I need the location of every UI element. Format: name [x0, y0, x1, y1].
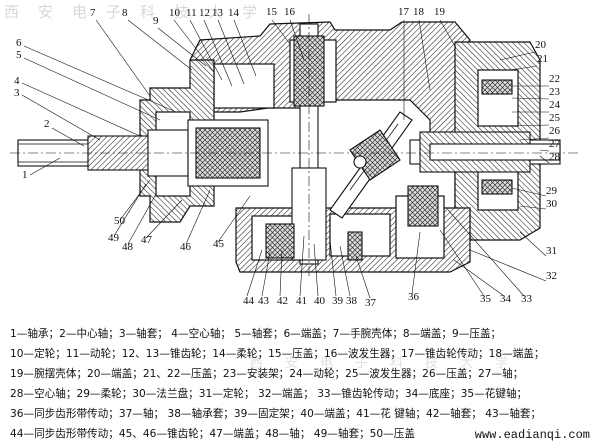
callout-47: 47 [141, 234, 153, 246]
callout-13: 13 [212, 7, 224, 19]
callout-23: 23 [549, 86, 561, 98]
callout-35: 35 [480, 293, 492, 305]
callout-2: 2 [44, 118, 50, 130]
callout-14: 14 [228, 7, 240, 19]
callout-16: 16 [284, 6, 296, 18]
callout-18: 18 [413, 6, 425, 18]
callout-32: 32 [546, 270, 557, 282]
callout-31: 31 [546, 245, 557, 257]
callout-30: 30 [546, 198, 558, 210]
callout-34: 34 [500, 293, 512, 305]
callout-50: 50 [114, 215, 126, 227]
legend-line: 1—轴承；2—中心轴；3—轴套； 4—空心轴； 5—轴套；6—端盖；7—手腕壳体… [10, 328, 502, 340]
watermark-mid: 西安电子科技大学 [250, 356, 531, 371]
callout-15: 15 [266, 6, 278, 18]
legend-line: 36—同步齿形带传动；37—轴； 38—轴承套；39—固定架；40—端盖；41—… [10, 408, 542, 420]
callout-20: 20 [535, 39, 547, 51]
callout-36: 36 [408, 291, 420, 303]
callout-38: 38 [346, 295, 358, 307]
callout-49: 49 [108, 232, 120, 244]
callout-11: 11 [186, 7, 197, 19]
callout-5: 5 [16, 49, 22, 61]
callout-45: 45 [213, 238, 225, 250]
callout-6: 6 [16, 37, 22, 49]
legend-line: 28—空心轴；29—柔轮；30—法兰盘；31—定轮； 32—端盖； 33—锥齿轮… [10, 388, 528, 400]
legend-line: 19—腕摆壳体；20—端盖；21、22—压盖；23—安装架；24—动轮；25—波… [10, 368, 524, 380]
callout-39: 39 [332, 295, 344, 307]
callout-3: 3 [14, 87, 20, 99]
callout-43: 43 [258, 295, 270, 307]
callout-27: 27 [549, 138, 561, 150]
callout-12: 12 [199, 7, 210, 19]
callout-29: 29 [546, 185, 558, 197]
legend-line: 10—定轮；11—动轮；12、13—锥齿轮；14—柔轮；15—压盖；16—波发生… [10, 348, 545, 360]
callout-10: 10 [169, 7, 181, 19]
callout-40: 40 [314, 295, 326, 307]
callout-42: 42 [277, 295, 288, 307]
leader-lines [21, 19, 550, 299]
legend-line: 44—同步齿形带传动；45、46—锥齿轮；47—端盖；48—轴； 49—轴套；5… [10, 428, 415, 440]
callout-8: 8 [122, 7, 128, 19]
callout-21: 21 [537, 53, 548, 65]
callout-7: 7 [90, 7, 96, 19]
callout-26: 26 [549, 125, 561, 137]
callout-24: 24 [549, 99, 561, 111]
callout-28: 28 [549, 151, 561, 163]
callout-1: 1 [22, 169, 28, 181]
callout-44: 44 [243, 295, 255, 307]
callout-17: 17 [398, 6, 410, 18]
callout-33: 33 [521, 293, 533, 305]
callout-46: 46 [180, 241, 192, 253]
callout-48: 48 [122, 241, 134, 253]
site-url: www.eadianqi.com [474, 428, 590, 442]
callout-41: 41 [296, 295, 307, 307]
callout-37: 37 [365, 297, 377, 309]
callout-22: 22 [549, 73, 560, 85]
shaft-group [10, 14, 580, 276]
watermark-top: 西安电子科技大学 [4, 3, 277, 21]
callout-19: 19 [434, 6, 446, 18]
callout-9: 9 [153, 15, 159, 27]
callout-4: 4 [14, 75, 20, 87]
callout-25: 25 [549, 112, 561, 124]
